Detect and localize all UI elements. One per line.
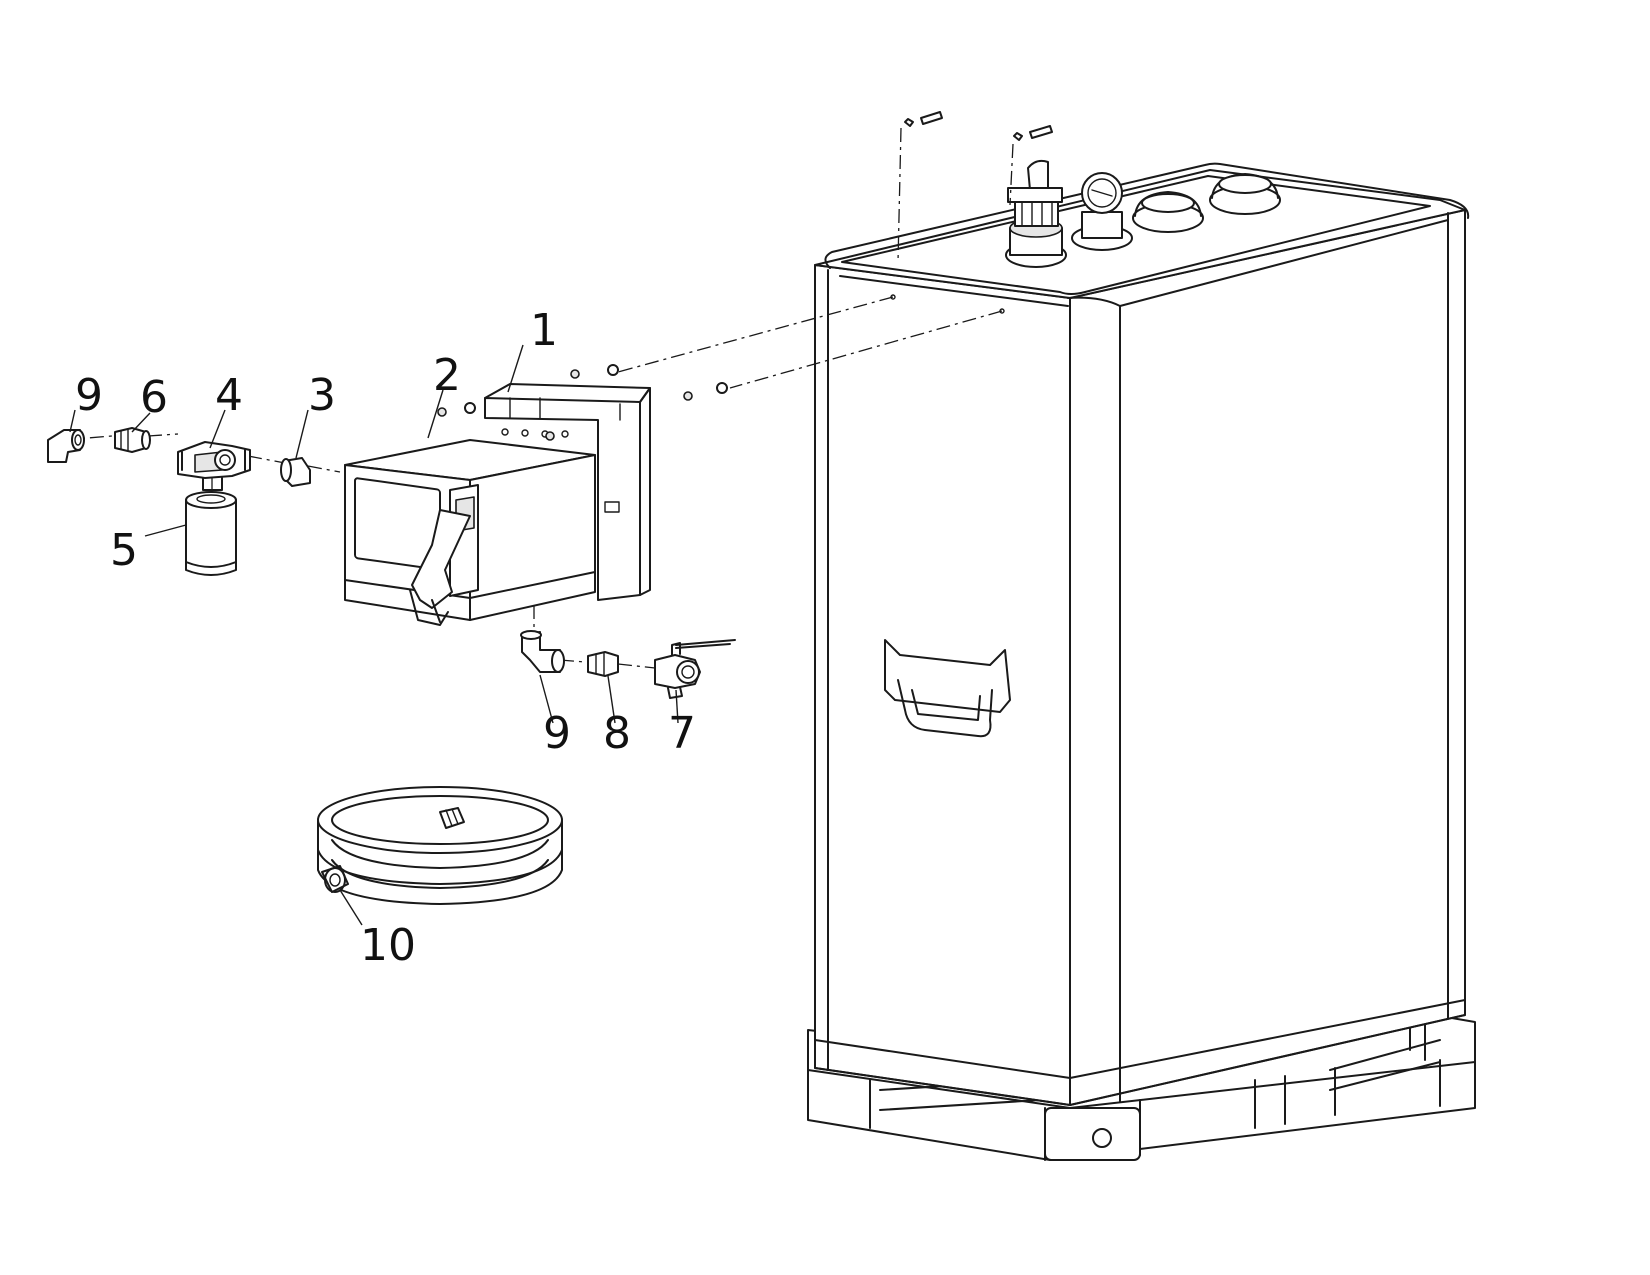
storage-tank — [807, 111, 1476, 1161]
tank-top-fittings — [904, 111, 1281, 268]
part-2-pump-cabinet — [344, 439, 596, 626]
callout-9-bottom: 9 — [543, 708, 571, 759]
part-4-filter-head — [177, 441, 251, 491]
part-8-union-fitting — [587, 651, 619, 677]
part-9-elbow-top — [47, 429, 85, 463]
part-5-filter-cartridge — [185, 491, 237, 576]
callout-3: 3 — [308, 370, 336, 421]
part-7-ball-valve — [654, 639, 736, 699]
part-1-mounting-bracket — [437, 364, 728, 601]
part-6-reducer-fitting — [114, 427, 151, 453]
part-9-elbow-bottom — [520, 630, 565, 673]
callout-5: 5 — [110, 525, 138, 576]
part-3-pipe-nipple — [280, 457, 311, 487]
callout-4: 4 — [215, 370, 243, 421]
callout-leaders — [69, 344, 679, 926]
callout-10: 10 — [360, 920, 416, 971]
callout-6: 6 — [140, 372, 168, 423]
callout-9-top: 9 — [75, 370, 103, 421]
callout-labels: 1 2 3 4 5 6 9 9 8 7 10 — [75, 305, 696, 971]
callout-7: 7 — [668, 708, 696, 759]
callout-8: 8 — [603, 708, 631, 759]
tank-handle — [884, 639, 1011, 738]
callout-2: 2 — [433, 350, 461, 401]
callout-1: 1 — [530, 305, 558, 356]
part-10-hose-coil — [317, 786, 563, 905]
